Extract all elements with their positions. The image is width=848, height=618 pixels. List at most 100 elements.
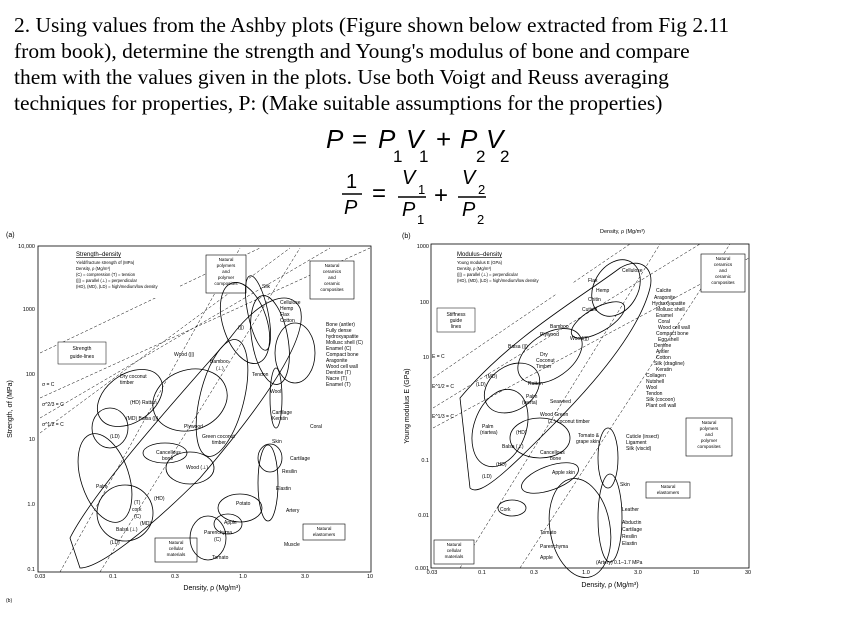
panel-b-label: (b): [402, 233, 411, 240]
panel-a-label: (a): [6, 232, 15, 239]
svg-text:(HD): (HD): [496, 462, 507, 468]
svg-text:Wood cell wall: Wood cell wall: [658, 325, 690, 331]
y-tick: 0.1: [27, 567, 35, 573]
svg-text:Leather: Leather: [622, 507, 639, 513]
svg-text:1: 1: [418, 182, 425, 197]
svg-text:timber: timber: [120, 380, 134, 386]
svg-text:E^1/2 = C: E^1/2 = C: [432, 384, 454, 390]
svg-text:polymers: polymers: [700, 426, 719, 431]
svg-text:Apple: Apple: [540, 555, 553, 561]
svg-text:Palm: Palm: [96, 484, 107, 490]
svg-text:Coral: Coral: [658, 319, 670, 325]
svg-text:Apple: Apple: [224, 520, 237, 526]
svg-text:0.3: 0.3: [530, 570, 538, 576]
svg-text:Dry coconut: Dry coconut: [120, 374, 147, 380]
plot-a-title: Strength–density: [76, 252, 121, 258]
svg-text:Wood Green: Wood Green: [540, 412, 568, 418]
svg-text:Rattan: Rattan: [528, 381, 543, 387]
svg-text:2: 2: [477, 212, 484, 226]
modulus-density-plot: (b) Density, ρ (Mg/m³) 1000 100 10 0.1 0…: [402, 229, 751, 589]
svg-text:Skin: Skin: [620, 482, 630, 488]
svg-text:10: 10: [693, 570, 699, 576]
svg-text:Compact bone: Compact bone: [326, 352, 359, 358]
svg-text:1: 1: [346, 171, 357, 193]
svg-text:grape skin: grape skin: [576, 439, 599, 445]
svg-text:Flax: Flax: [588, 278, 598, 284]
svg-text:Egg shell: Egg shell: [658, 337, 679, 343]
svg-text:guide-lines: guide-lines: [70, 354, 95, 360]
svg-text:2: 2: [476, 147, 485, 166]
svg-text:Stiffness: Stiffness: [446, 312, 466, 318]
svg-text:Yield/fracture strength σf (MP: Yield/fracture strength σf (MPa): [76, 260, 135, 265]
svg-text:Silk: Silk: [262, 284, 271, 290]
svg-text:P: P: [326, 124, 344, 154]
svg-text:Nutshell: Nutshell: [646, 379, 664, 385]
svg-text:Palm: Palm: [482, 424, 493, 430]
x-axis-label: Density, ρ (Mg/m³): [183, 585, 240, 592]
svg-text:polymer: polymer: [701, 438, 718, 443]
svg-text:Dry: Dry: [540, 352, 548, 358]
svg-text:30: 30: [745, 570, 751, 576]
svg-text:Tomato &: Tomato &: [578, 433, 600, 439]
svg-text:Silk (dragline): Silk (dragline): [654, 361, 685, 367]
svg-text:Keratin: Keratin: [656, 367, 672, 373]
svg-text:(riartea): (riartea): [480, 430, 498, 436]
svg-text:ceramics: ceramics: [714, 262, 733, 267]
x-tick: 10: [367, 574, 373, 580]
svg-text:Wood (||): Wood (||): [174, 352, 195, 358]
svg-text:Density, ρ (Mg/m³): Density, ρ (Mg/m³): [457, 266, 492, 271]
svg-text:composites: composites: [697, 444, 721, 449]
svg-text:Cellulose: Cellulose: [622, 268, 643, 274]
svg-text:cellular: cellular: [447, 548, 462, 553]
svg-text:Coconut: Coconut: [536, 358, 555, 364]
svg-text:Aragonite: Aragonite: [326, 358, 348, 364]
svg-text:0.001: 0.001: [415, 566, 429, 572]
svg-text:Cuticle (insect): Cuticle (insect): [626, 434, 659, 440]
svg-text:polymers: polymers: [217, 263, 236, 268]
svg-text:=: =: [372, 180, 386, 207]
svg-text:(⊥): (⊥): [216, 366, 224, 372]
svg-text:V: V: [402, 168, 417, 189]
svg-text:ceramics: ceramics: [323, 269, 342, 274]
svg-text:(||): (||): [238, 325, 244, 331]
svg-text:Parenchyma: Parenchyma: [204, 530, 232, 536]
svg-text:Natural: Natural: [716, 256, 731, 261]
svg-text:Cellulose: Cellulose: [280, 300, 301, 306]
svg-text:2: 2: [478, 182, 485, 197]
svg-text:Silk (cocoon): Silk (cocoon): [646, 397, 675, 403]
svg-text:Antler: Antler: [656, 349, 669, 355]
svg-text:Ligament: Ligament: [626, 440, 647, 446]
y-tick: 100: [26, 372, 35, 378]
svg-text:E = C: E = C: [432, 354, 445, 360]
svg-text:Nacre (T): Nacre (T): [326, 376, 347, 382]
svg-text:Elastin: Elastin: [622, 541, 637, 547]
svg-text:ceramic: ceramic: [324, 281, 341, 286]
svg-text:(||) = parallel (⊥) = perpendi: (||) = parallel (⊥) = perpendicular: [76, 278, 138, 283]
svg-text:Parenchyma: Parenchyma: [540, 544, 568, 550]
y-tick: 1.0: [27, 502, 35, 508]
x-tick: 0.03: [35, 574, 46, 580]
svg-text:Seaweed: Seaweed: [550, 399, 571, 405]
svg-text:1.0: 1.0: [582, 570, 590, 576]
svg-text:Fully dense: Fully dense: [326, 328, 352, 334]
svg-text:10: 10: [423, 355, 429, 361]
svg-text:Cartilage: Cartilage: [622, 527, 642, 533]
svg-text:Artery: Artery: [286, 508, 300, 514]
svg-text:and: and: [222, 269, 230, 274]
svg-text:guide: guide: [450, 318, 462, 324]
svg-text:V: V: [406, 124, 426, 154]
svg-text:Plant cell wall: Plant cell wall: [646, 403, 676, 409]
svg-text:100: 100: [420, 300, 429, 306]
svg-text:(C) = compression (T) = tensio: (C) = compression (T) = tension: [76, 272, 136, 277]
svg-text:Tendon: Tendon: [252, 372, 269, 378]
voigt-equation: P = P1 V1 + P2 V2: [326, 124, 509, 166]
svg-text:Young modulus E (GPa): Young modulus E (GPa): [457, 260, 503, 265]
svg-text:(LD): (LD): [482, 474, 492, 480]
svg-text:Hemp: Hemp: [280, 306, 294, 312]
panel-b-cut-label: (b): [6, 598, 12, 604]
svg-text:Apple skin: Apple skin: [552, 470, 575, 476]
svg-text:Bone (antler): Bone (antler): [326, 322, 355, 328]
svg-text:0.1: 0.1: [478, 570, 486, 576]
svg-text:Tomato: Tomato: [212, 555, 229, 561]
svg-text:Cartilage: Cartilage: [290, 456, 310, 462]
